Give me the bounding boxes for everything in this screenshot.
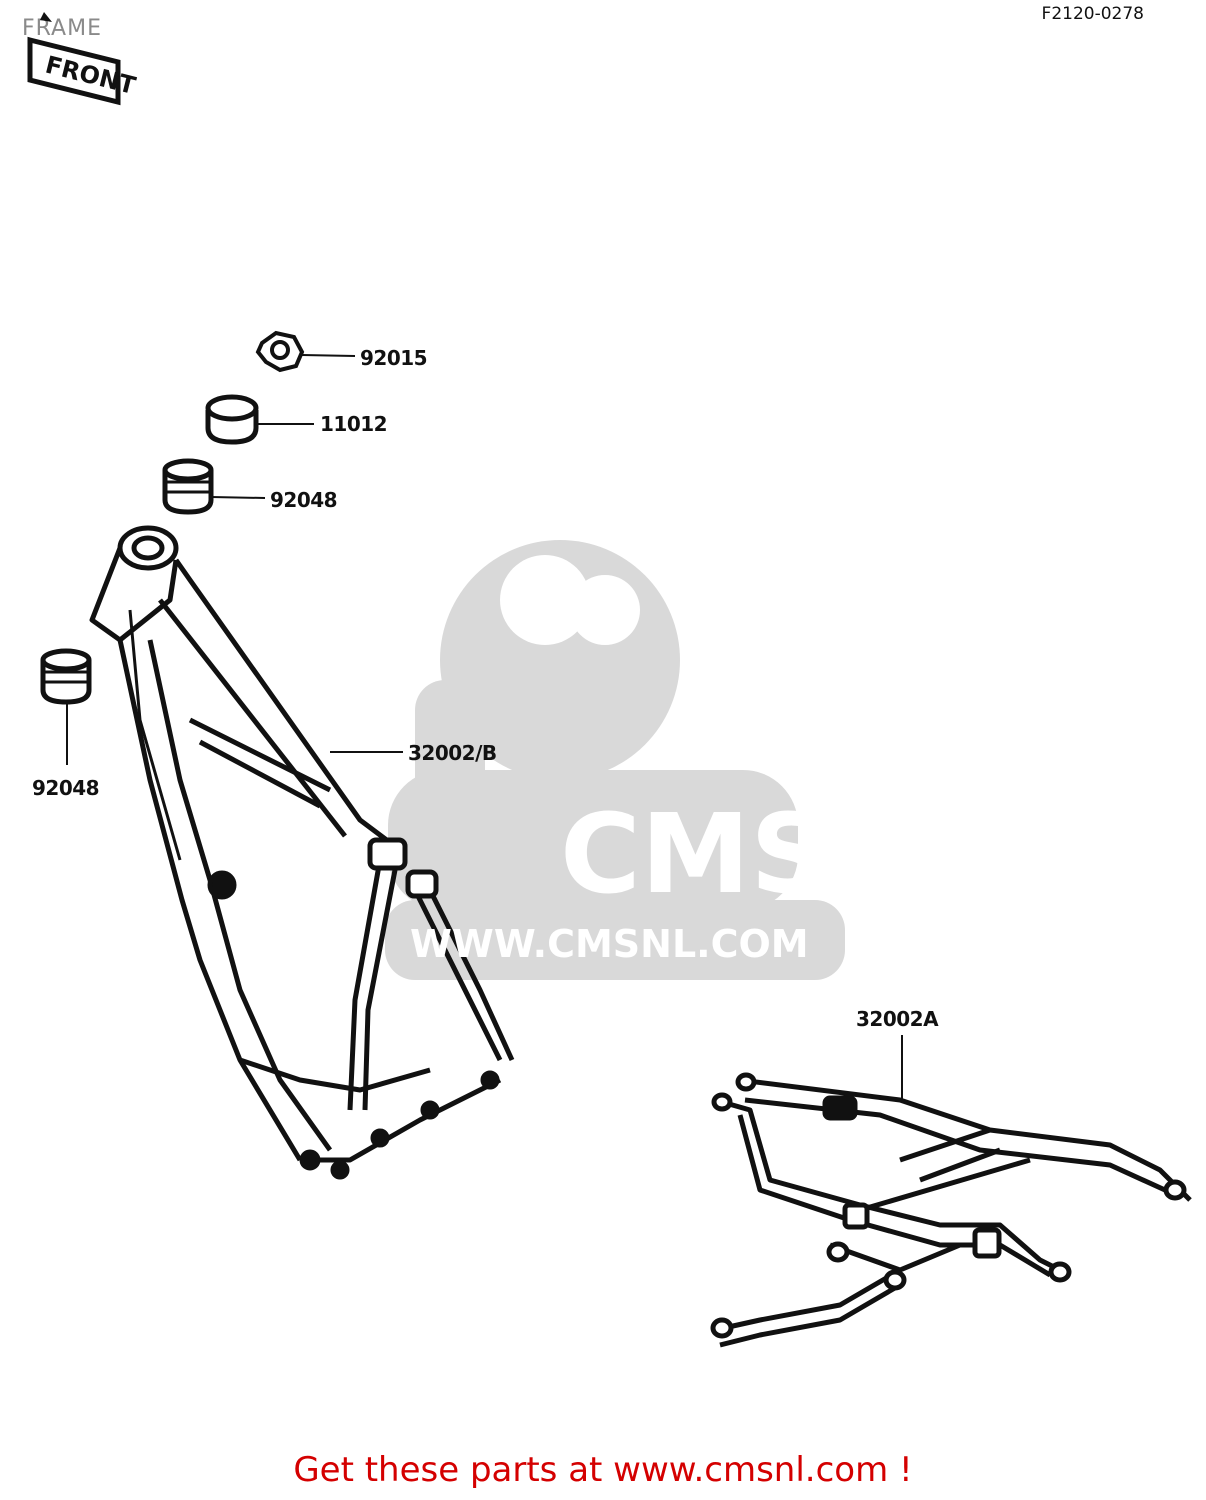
parts-diagram: FRONT: [27, 12, 1192, 1348]
page-title: FRAME: [22, 16, 102, 41]
callout-seal-upper-92048: 92048: [270, 488, 338, 512]
rear-frame-drawing: [710, 1035, 1192, 1348]
callout-main-frame-32002b: 32002/B: [408, 741, 497, 765]
callout-seal-lower-92048: 92048: [32, 776, 100, 800]
callout-bushing-11012: 11012: [320, 412, 388, 436]
bushing-icon: [205, 394, 314, 445]
seal-upper-icon: [162, 458, 266, 515]
watermark-url: WWW.CMSNL.COM: [410, 922, 809, 966]
diagram-code: F2120-0278: [1041, 4, 1144, 24]
main-frame-drawing: [89, 525, 515, 1180]
nut-icon: [255, 330, 356, 373]
watermark-brand: CMS: [560, 790, 830, 918]
front-badge: FRONT: [27, 12, 139, 106]
cta-link[interactable]: Get these parts at www.cmsnl.com !: [293, 1450, 913, 1490]
seal-lower-icon: [40, 648, 92, 765]
callout-rear-frame-32002a: 32002A: [856, 1007, 939, 1031]
callout-nut-92015: 92015: [360, 346, 428, 370]
watermark-logo: [385, 540, 845, 980]
